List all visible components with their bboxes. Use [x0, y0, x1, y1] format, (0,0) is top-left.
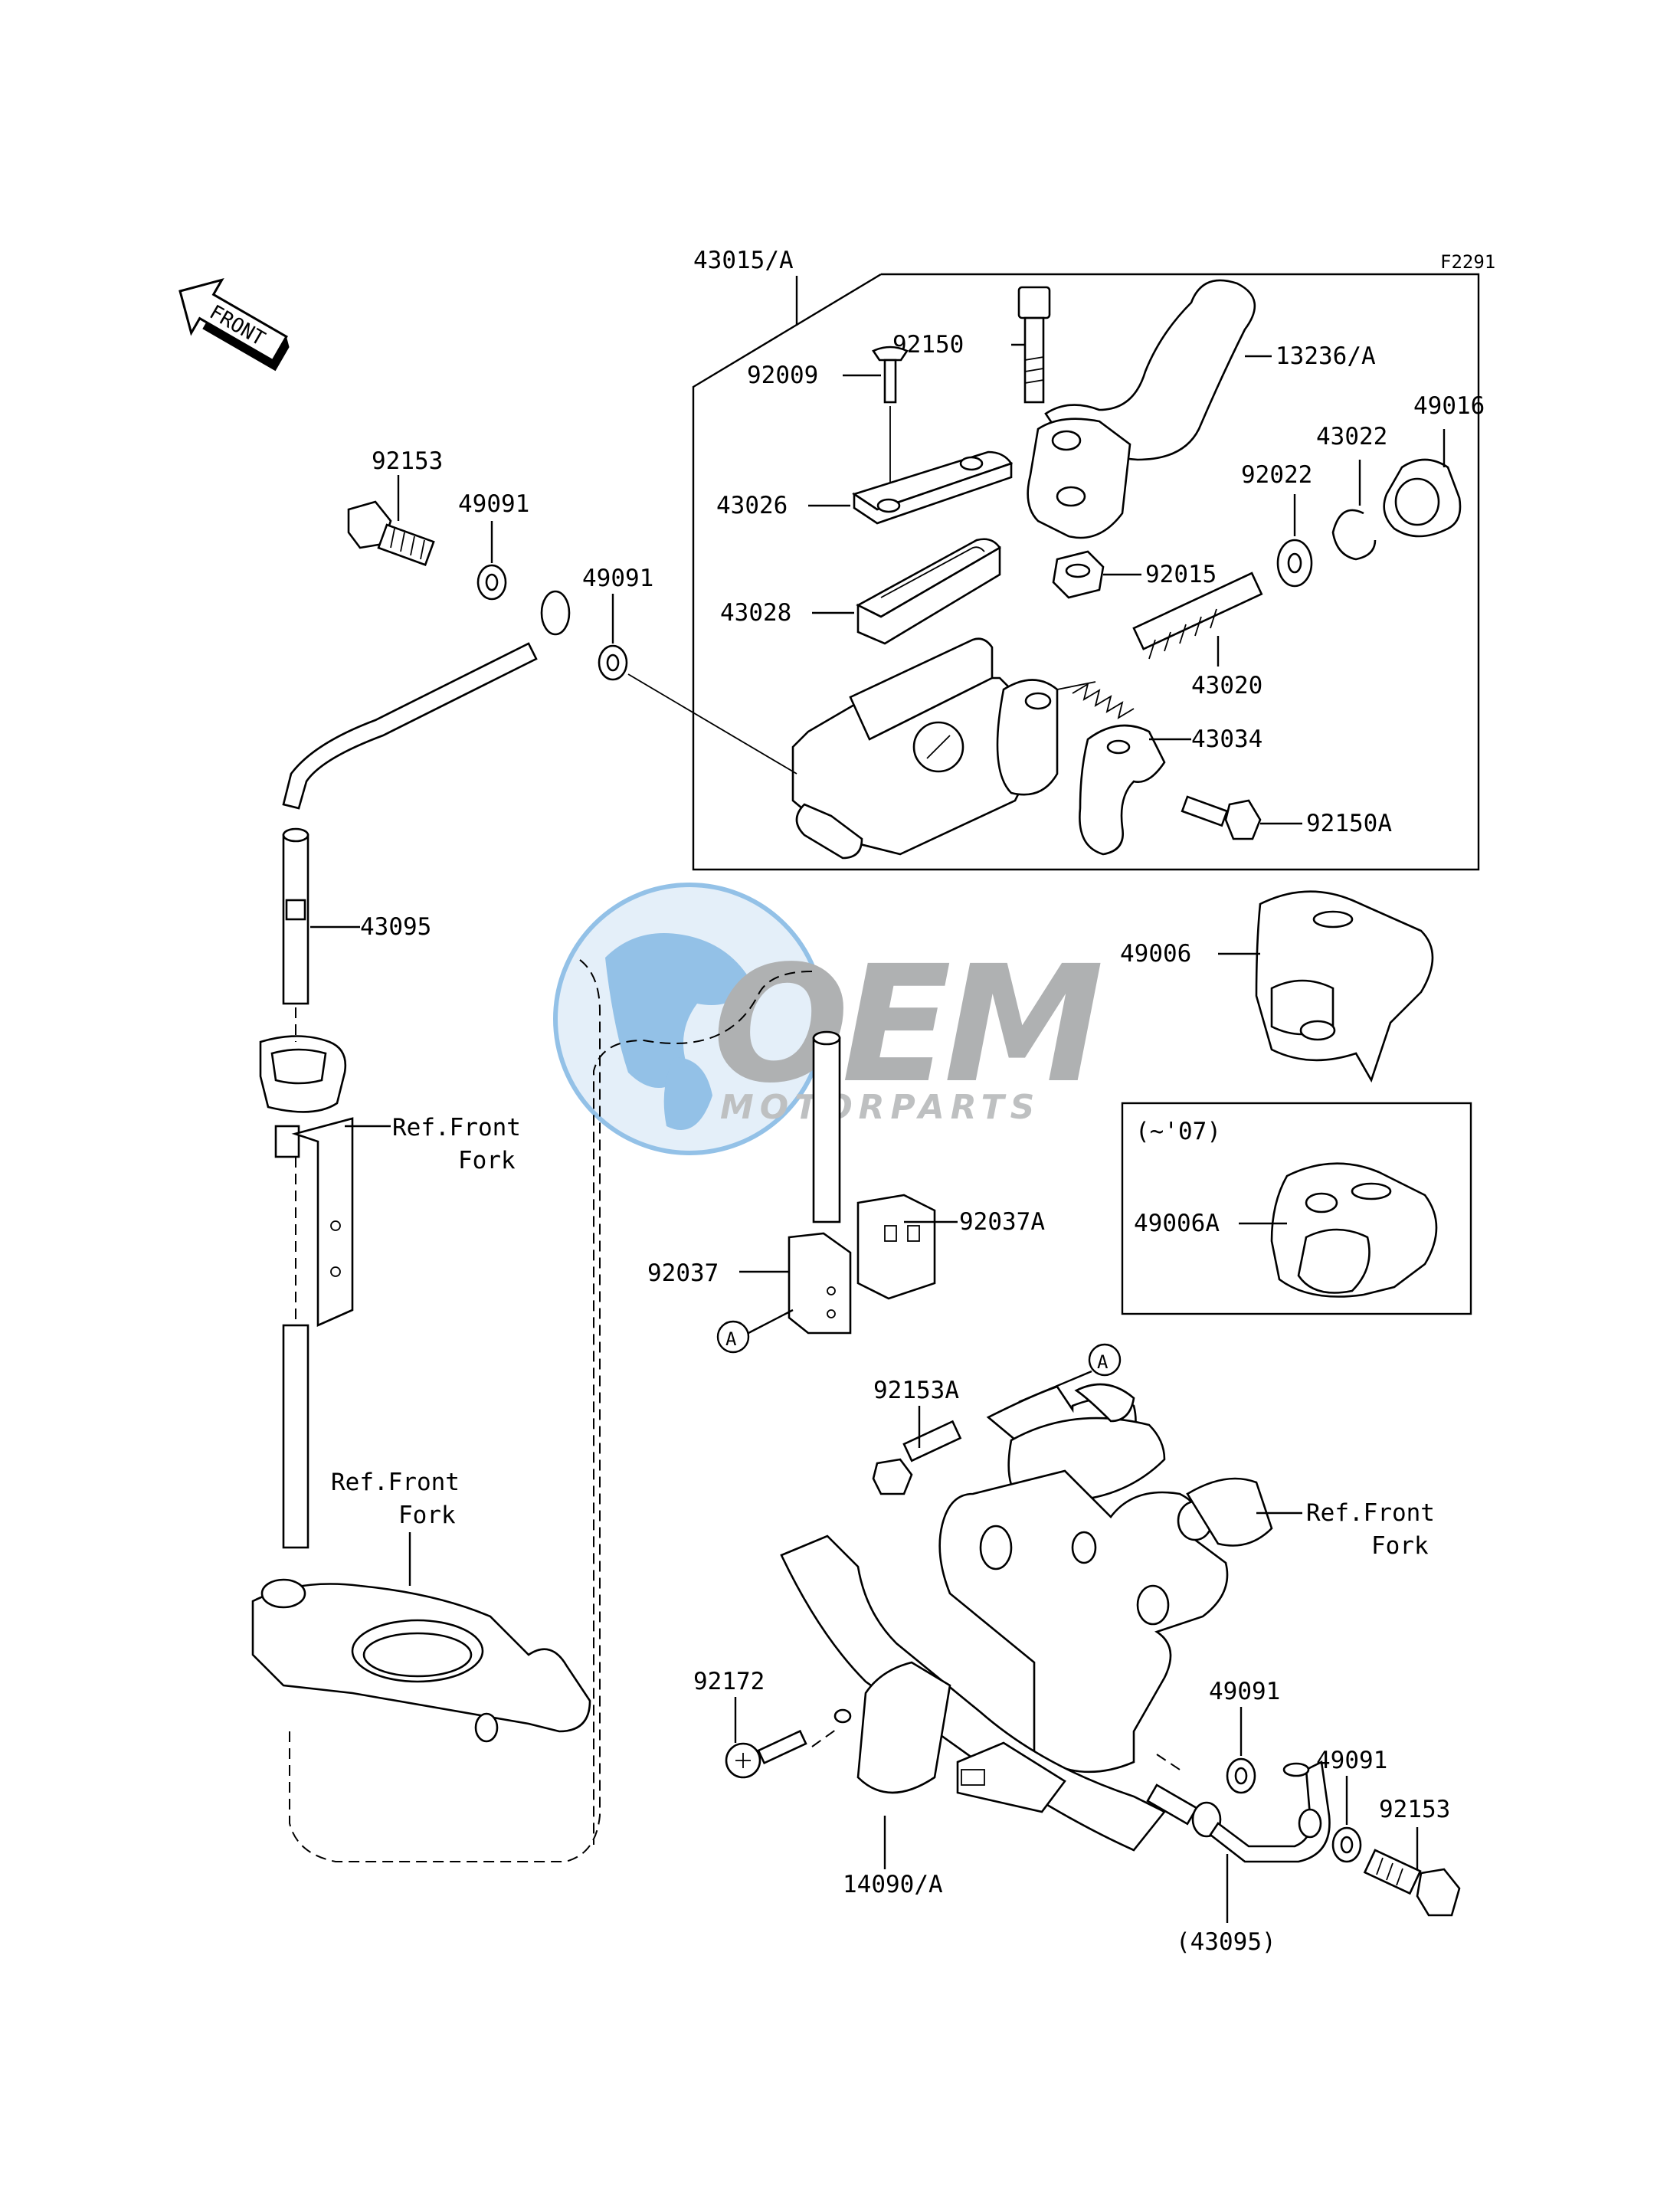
label-92153-bottom: 92153 — [1379, 1796, 1450, 1823]
guard-49006A — [1270, 1162, 1438, 1298]
clamp-43034 — [1079, 724, 1166, 856]
label-92015: 92015 — [1145, 561, 1217, 588]
nut-92015 — [1052, 550, 1105, 599]
guard-49006 — [1255, 890, 1434, 1083]
front-arrow-icon: FRONT — [178, 277, 290, 372]
label-92022: 92022 — [1241, 461, 1312, 489]
label-49091-b2: 49091 — [1316, 1747, 1387, 1774]
label-49016: 49016 — [1413, 392, 1485, 420]
label-43026: 43026 — [716, 492, 788, 519]
holder-92037A — [856, 1194, 936, 1300]
brake-hose-43095 — [282, 590, 571, 1005]
label-92172: 92172 — [693, 1668, 765, 1695]
label-43095: 43095 — [360, 913, 431, 941]
fork-clamp-lower — [251, 1578, 591, 1743]
banjo-bolt-92153-bottom — [1363, 1849, 1461, 1917]
label-92009: 92009 — [747, 362, 818, 389]
label-ref-fork-1a: Ref.Front — [392, 1114, 521, 1141]
diaphragm-43028 — [856, 538, 1001, 645]
watermark-logo: OEM MOTORPARTS — [553, 883, 1109, 1155]
label-ref-fork-2a: Ref.Front — [331, 1469, 460, 1496]
label-43022: 43022 — [1316, 423, 1387, 450]
hose-clamp-upper — [259, 1035, 354, 1328]
bolt-92153A — [872, 1420, 962, 1495]
label-92153-top: 92153 — [372, 447, 443, 475]
label-43095-paren: (43095) — [1176, 1928, 1276, 1956]
piston-43020 — [1072, 572, 1263, 719]
hose-end-lower — [1146, 1760, 1331, 1863]
diagram-code: F2291 — [1440, 251, 1495, 273]
label-callout-a1: A — [725, 1328, 737, 1350]
master-cylinder-body — [791, 637, 1059, 860]
reservoir-cap-43026 — [852, 450, 1014, 525]
label-92153A: 92153A — [873, 1377, 959, 1404]
label-49091-b1: 49091 — [1209, 1678, 1280, 1705]
brake-caliper — [938, 1383, 1273, 1774]
label-14090: 14090/A — [843, 1871, 943, 1898]
label-43034: 43034 — [1191, 725, 1262, 753]
routing-path-left — [289, 957, 601, 1862]
label-49006A: 49006A — [1134, 1210, 1220, 1237]
label-43020: 43020 — [1191, 672, 1262, 699]
screw-92009 — [872, 346, 909, 404]
label-ref-fork-2b: Fork — [398, 1502, 456, 1529]
label-ref-fork-3a: Ref.Front — [1306, 1499, 1435, 1527]
bolt-92150 — [1017, 286, 1051, 404]
label-92037A: 92037A — [959, 1208, 1045, 1236]
label-ref-fork-1b: Fork — [458, 1147, 516, 1174]
label-43015: 43015/A — [693, 247, 794, 274]
callout-a2 — [1088, 1343, 1122, 1377]
label-43028: 43028 — [720, 599, 791, 627]
label-49091-mid: 49091 — [582, 565, 653, 592]
variant-box-49006A — [1121, 1102, 1472, 1315]
label-92150A: 92150A — [1306, 810, 1392, 837]
banjo-bolt-92153-top — [347, 500, 435, 566]
watermark-oem: OEM — [712, 931, 1101, 1119]
callout-a1 — [716, 1320, 750, 1354]
watermark-motorparts: MOTORPARTS — [720, 1088, 1040, 1127]
circlip-43022 — [1331, 509, 1377, 561]
label-49091-top: 49091 — [458, 490, 529, 518]
label-13236: 13236/A — [1276, 342, 1376, 370]
screw-92172 — [725, 1729, 807, 1779]
boot-49016 — [1383, 458, 1462, 538]
caliper-guard-14090 — [780, 1534, 1167, 1852]
hose-center-upper — [812, 1030, 841, 1223]
label-49006: 49006 — [1120, 940, 1191, 968]
master-cylinder-box — [692, 273, 1480, 871]
lever-13236 — [1027, 279, 1256, 539]
holder-92037 — [788, 1232, 852, 1335]
hose-lower-segment — [282, 1324, 309, 1549]
bolt-92150A — [1181, 795, 1262, 840]
label-ref-fork-3b: Fork — [1371, 1532, 1429, 1560]
label-callout-a2: A — [1097, 1351, 1109, 1373]
label-variant-note: (~'07) — [1135, 1118, 1221, 1145]
routing-path-center — [593, 971, 813, 1845]
label-92037: 92037 — [647, 1259, 719, 1287]
